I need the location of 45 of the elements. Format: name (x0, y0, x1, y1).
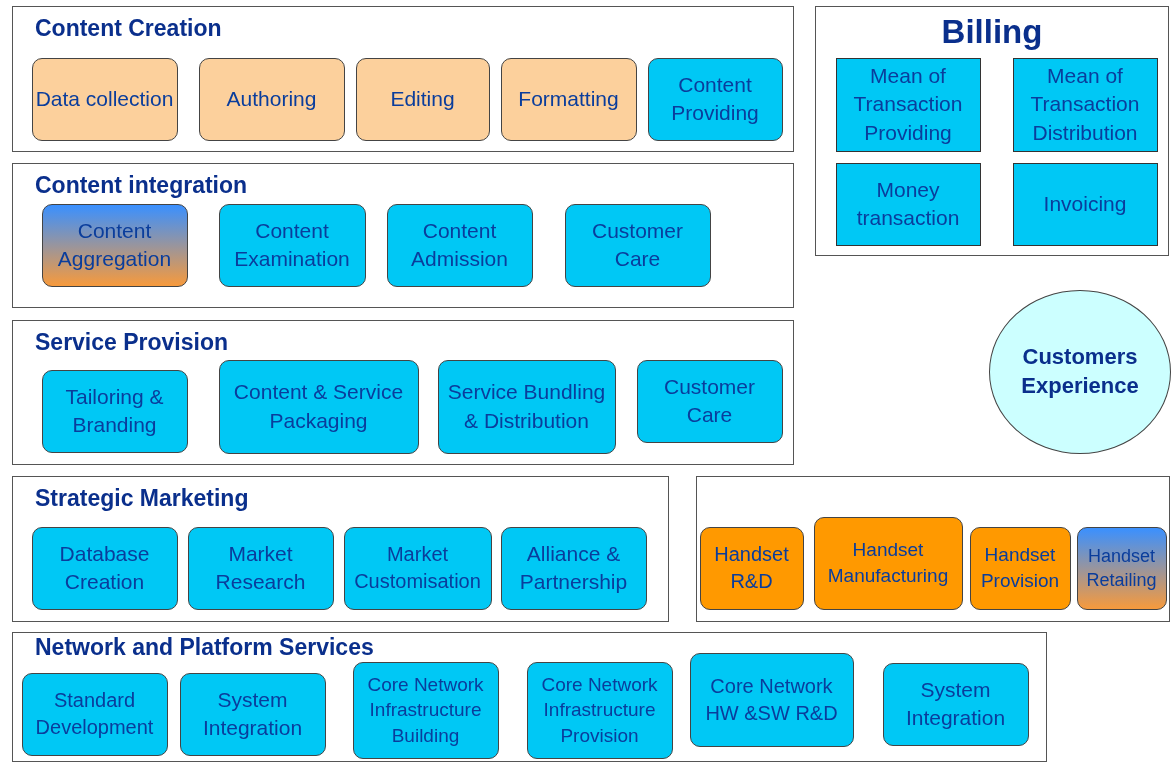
activity-box: Market Customisation (343, 526, 492, 610)
activity-box: Handset Manufacturing (813, 516, 963, 610)
group-panel (815, 6, 1169, 256)
activity-box: System Integration (179, 672, 326, 756)
group-panel (12, 320, 794, 465)
group-panel (696, 476, 1170, 622)
group-panel (12, 476, 669, 622)
customer-circle: Customers Experience (989, 290, 1171, 454)
activity-box: Authoring (198, 57, 345, 141)
activity-box: System Integration (882, 662, 1029, 746)
activity-box: Core Network HW &SW R&D (689, 652, 854, 747)
activity-box: Market Research (187, 526, 334, 610)
activity-box: Content Providing (647, 57, 783, 141)
activity-box: Service Bundling & Distribution (437, 359, 616, 454)
group-heading: Strategic Marketing (35, 485, 249, 512)
group-panel (12, 163, 794, 308)
activity-box: Formatting (500, 57, 637, 141)
activity-box: Handset R&D (699, 526, 804, 610)
activity-box: Tailoring & Branding (41, 369, 188, 453)
activity-box: Content & Service Packaging (218, 359, 419, 454)
activity-box: Core Network Infrastructure Provision (526, 661, 673, 759)
activity-box: Database Creation (31, 526, 178, 610)
activity-box: Mean of Transaction Providing (835, 57, 981, 152)
activity-box: Alliance & Partnership (500, 526, 647, 610)
group-panel (12, 632, 1047, 762)
group-heading: Billing (940, 13, 1044, 51)
activity-box: Customer Care (564, 203, 711, 287)
activity-box: Handset Provision (969, 526, 1071, 610)
activity-box: Content Aggregation (41, 203, 188, 287)
group-heading: Service Provision (35, 329, 229, 356)
group-heading: Content integration (35, 172, 248, 199)
activity-box: Content Examination (218, 203, 366, 287)
activity-box: Invoicing (1012, 162, 1158, 246)
activity-box: Mean of Transaction Distribution (1012, 57, 1158, 152)
activity-box: Core Network Infrastructure Building (352, 661, 499, 759)
group-heading: Content Creation (35, 15, 222, 42)
group-panel (12, 6, 794, 152)
activity-box: Editing (355, 57, 490, 141)
activity-box: Handset Retailing (1076, 526, 1167, 610)
activity-box: Customer Care (636, 359, 783, 443)
activity-box: Standard Development (21, 672, 168, 756)
group-heading: Network and Platform Services (35, 634, 374, 661)
activity-box: Data collection (31, 57, 178, 141)
activity-box: Content Admission (386, 203, 533, 287)
activity-box: Money transaction (835, 162, 981, 246)
